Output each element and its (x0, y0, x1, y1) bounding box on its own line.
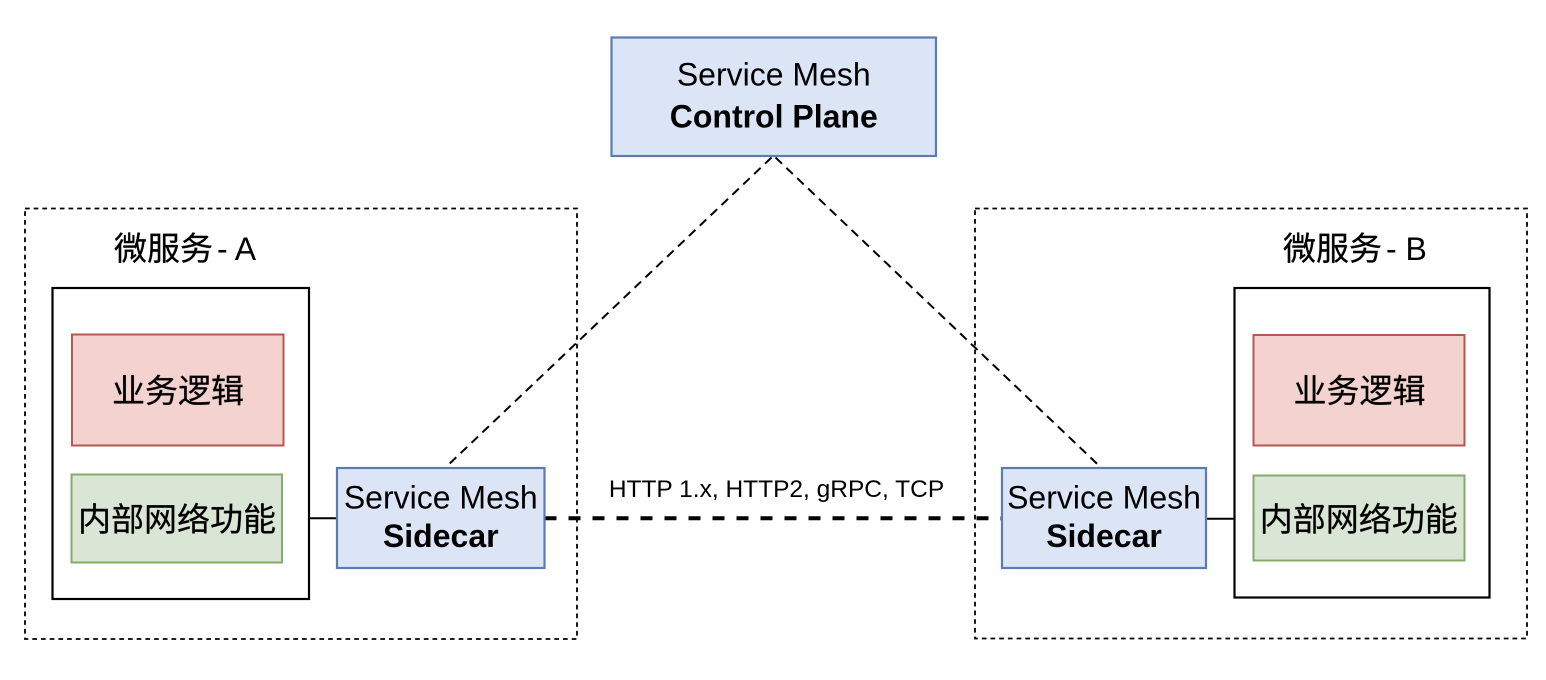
svg-text:- B: - B (1386, 231, 1427, 267)
svg-text:Service Mesh: Service Mesh (344, 480, 538, 516)
svg-text:Service Mesh: Service Mesh (1007, 480, 1201, 516)
svg-text:Service Mesh: Service Mesh (677, 57, 871, 93)
svg-text:Sidecar: Sidecar (1046, 518, 1162, 554)
svg-text:HTTP 1.x, HTTP2, gRPC, TCP: HTTP 1.x, HTTP2, gRPC, TCP (609, 476, 944, 503)
svg-text:Sidecar: Sidecar (383, 518, 499, 554)
svg-text:- A: - A (217, 231, 257, 267)
svg-text:Control Plane: Control Plane (670, 99, 878, 135)
